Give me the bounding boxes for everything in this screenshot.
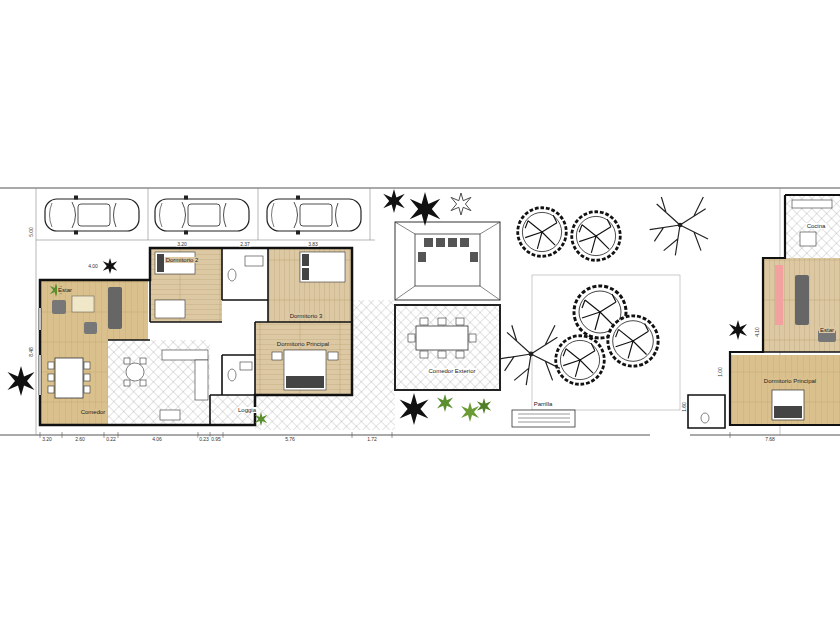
room: Loggia (225, 398, 265, 425)
dimension: 7.68 (764, 437, 776, 442)
dimension: 3.20 (41, 437, 53, 442)
room: Parrilla (512, 398, 575, 427)
dimension: 4.10 (755, 326, 760, 338)
room: Estar (763, 258, 840, 352)
room-name: Estar (819, 327, 835, 333)
room-name: Dormitorio 3 (289, 313, 324, 319)
room: Dormitorio Principal (255, 322, 352, 395)
dimension: 0.23 (198, 437, 210, 442)
dimension: 2.37 (239, 242, 251, 247)
room-name: Dormitorio Principal (276, 341, 330, 347)
room: Comedor (40, 340, 108, 425)
dimension: 1.60 (682, 401, 687, 413)
dimension: 4.06 (151, 437, 163, 442)
dimension: 0.95 (210, 437, 222, 442)
dimension: 2.60 (74, 437, 86, 442)
dimension: 1.72 (366, 437, 378, 442)
room-name: Parrilla (533, 401, 554, 407)
dimension: 1.00 (718, 366, 723, 378)
room: Dormitorio 2 (150, 248, 222, 322)
room: Dormitorio Principal (730, 355, 840, 425)
dimension: 0.22 (105, 437, 117, 442)
room-name: Cocina (806, 223, 827, 229)
dimension: 5.76 (284, 437, 296, 442)
dimension: 4.00 (87, 264, 99, 269)
room-name: Estar (57, 287, 73, 293)
room-name: Dormitorio Principal (763, 378, 817, 384)
dimension: 8.48 (29, 346, 34, 358)
room: Dormitorio 3 (268, 248, 352, 322)
room-name: Loggia (237, 407, 257, 413)
room: Estar (40, 280, 148, 340)
room-name: Comedor Exterior (427, 368, 476, 374)
room: Cocina (785, 195, 840, 258)
room-name: Dormitorio 2 (165, 257, 200, 263)
dimension: 3.20 (176, 242, 188, 247)
room: Comedor Exterior (395, 305, 500, 390)
dimension: 5.00 (29, 226, 34, 238)
dimension: 3.83 (307, 242, 319, 247)
room-name: Comedor (80, 409, 107, 415)
